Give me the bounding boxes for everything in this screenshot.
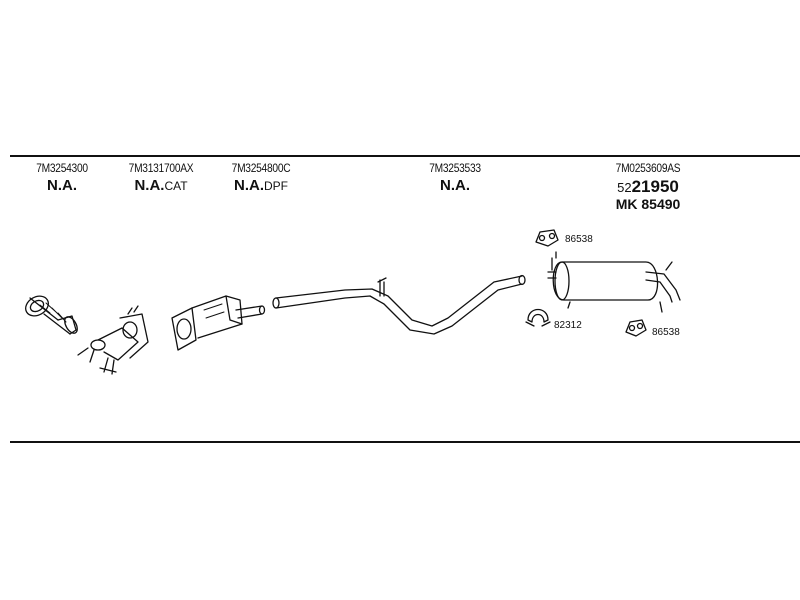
flex-pipe-drawing (25, 295, 78, 335)
hardware-label: 86538 (565, 234, 593, 245)
availability-status: N.A.DPF (234, 177, 288, 194)
part-column-4: 7M3253533 N.A. (413, 161, 497, 194)
cross-reference-2: MK 85490 (615, 196, 681, 212)
part-number: 7M0253609AS (615, 161, 681, 175)
catalytic-converter-drawing (77, 305, 149, 375)
dpf-drawing (171, 295, 266, 351)
part-column-3: 7M3254800C N.A.DPF (216, 161, 306, 194)
part-number: 7M3131700AX (128, 161, 194, 175)
cross-reference-1: 5221950 (617, 177, 679, 196)
hardware-label: 82312 (554, 320, 582, 331)
part-column-2: 7M3131700AX N.A.CAT (113, 161, 209, 194)
top-divider (10, 155, 800, 157)
hardware-label: 86538 (652, 327, 680, 338)
part-column-5: 7M0253609AS 5221950 MK 85490 (598, 161, 698, 212)
availability-status: N.A. (47, 177, 77, 194)
part-number: 7M3254800C (231, 161, 291, 175)
part-number: 7M3254300 (36, 161, 88, 175)
availability-status: N.A. (440, 177, 470, 194)
rubber-mount-drawing (535, 229, 559, 247)
rear-silencer-drawing (547, 251, 681, 313)
intermediate-pipe-drawing (272, 274, 526, 335)
pipe-clamp-drawing (525, 308, 551, 327)
part-number: 7M3253533 (429, 161, 481, 175)
bottom-divider (10, 441, 800, 443)
part-column-1: 7M3254300 N.A. (22, 161, 102, 194)
availability-status: N.A.CAT (134, 177, 188, 194)
rubber-mount-drawing (625, 319, 647, 337)
